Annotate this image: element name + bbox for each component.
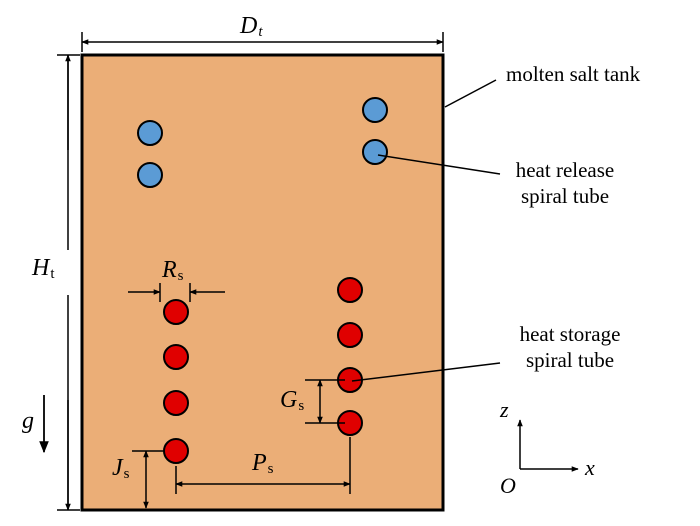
tank-height-label: Ht xyxy=(31,255,55,282)
tank-callout-label: molten salt tank xyxy=(506,62,641,86)
storage-leader-line xyxy=(351,362,501,382)
tank-width-label: Dt xyxy=(239,13,263,40)
axis-z-label: z xyxy=(499,397,509,422)
heat-storage-tube xyxy=(163,390,189,416)
release-callout-line2: spiral tube xyxy=(521,184,609,208)
heat-storage-tube xyxy=(337,277,363,303)
gravity-label: g xyxy=(22,408,34,434)
tube-gap-label: Gs xyxy=(280,387,304,414)
release-leader-line xyxy=(377,154,501,175)
heat-storage-tube xyxy=(163,438,189,464)
heat-storage-tube xyxy=(163,344,189,370)
heat-release-tube xyxy=(362,139,388,165)
tank-width-dimension xyxy=(81,32,444,52)
tube-radius-dimension xyxy=(128,283,225,302)
storage-callout-line2: spiral tube xyxy=(526,348,614,372)
molten-salt-tank xyxy=(80,53,445,512)
tank-leader-line xyxy=(444,79,497,108)
heat-release-tube-group xyxy=(137,97,388,188)
heat-storage-tube xyxy=(163,299,189,325)
bottom-distance-dimension xyxy=(132,450,165,509)
heat-release-tube xyxy=(137,162,163,188)
tube-radius-label: Rs xyxy=(161,257,184,284)
storage-callout-line1: heat storage xyxy=(520,322,621,346)
axis-x-label: x xyxy=(584,455,595,480)
axis-origin-label: O xyxy=(500,473,516,498)
heat-release-tube xyxy=(137,120,163,146)
tube-gap-dimension xyxy=(305,379,345,424)
heat-storage-tube xyxy=(337,322,363,348)
tank-height-dimension xyxy=(57,54,80,511)
heat-release-tube xyxy=(362,97,388,123)
bottom-distance-label: Js xyxy=(112,455,130,482)
coordinate-axes-icon xyxy=(517,419,579,472)
callout-leaders xyxy=(351,79,501,382)
tube-pitch-label: Ps xyxy=(251,450,274,477)
tube-pitch-dimension xyxy=(175,437,351,494)
release-callout-line1: heat release xyxy=(516,158,615,182)
